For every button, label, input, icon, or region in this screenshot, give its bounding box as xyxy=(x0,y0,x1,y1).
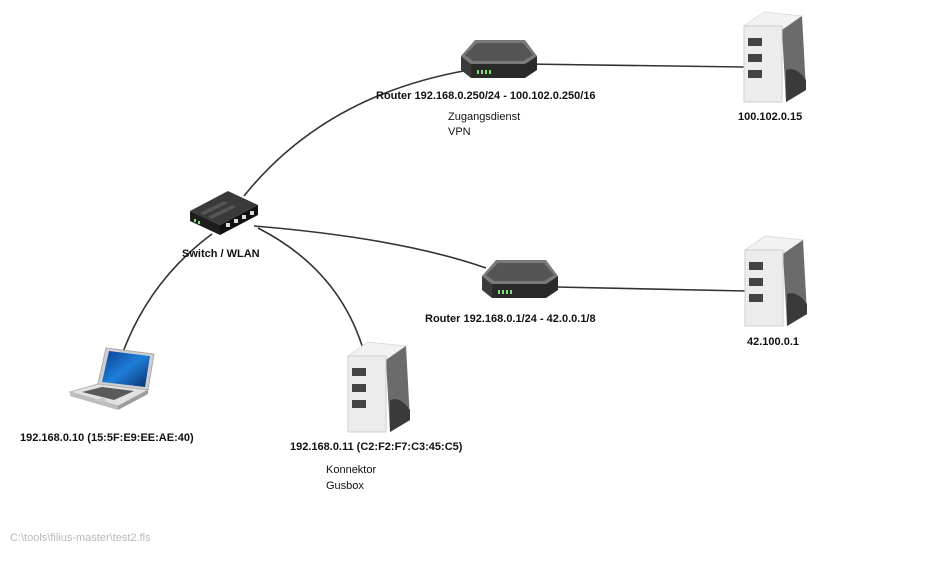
router-top-note-line-2: VPN xyxy=(448,126,471,138)
router-bottom-icon[interactable] xyxy=(480,258,560,307)
switch-icon[interactable] xyxy=(188,189,260,242)
server-konnektor-note-line-1: Konnektor xyxy=(326,464,377,476)
link-switch-laptop[interactable] xyxy=(122,233,213,353)
server-42-label: 42.100.0.1 xyxy=(747,336,799,348)
router-top-icon[interactable] xyxy=(459,38,539,87)
router-bottom-label: Router 192.168.0.1/24 - 42.0.0.1/8 xyxy=(425,313,596,325)
server-42-icon[interactable] xyxy=(741,234,809,333)
switch-label: Switch / WLAN xyxy=(182,248,260,260)
link-switch-router-top[interactable] xyxy=(243,69,470,197)
link-switch-konnektor[interactable] xyxy=(257,227,365,353)
laptop-icon[interactable] xyxy=(68,346,156,419)
server-konnektor-label: 192.168.0.11 (C2:F2:F7:C3:45:C5) xyxy=(290,441,463,453)
link-router-bottom-server-42[interactable] xyxy=(555,286,747,292)
router-top-note-line-1: Zugangsdienst xyxy=(448,111,521,123)
file-path-text: C:\tools\filius-master\test2.fls xyxy=(10,532,151,544)
server-konnektor-note-line-2: Gusbox xyxy=(326,480,364,492)
router-top-label: Router 192.168.0.250/24 - 100.102.0.250/… xyxy=(376,90,596,102)
server-konnektor-icon[interactable] xyxy=(344,340,412,439)
link-switch-router-bottom[interactable] xyxy=(253,225,487,269)
laptop-label: 192.168.0.10 (15:5F:E9:EE:AE:40) xyxy=(20,432,194,444)
server-ti-icon[interactable] xyxy=(740,10,808,109)
link-router-top-server-ti[interactable] xyxy=(524,63,745,68)
server-ti-label: 100.102.0.15 xyxy=(738,111,803,123)
